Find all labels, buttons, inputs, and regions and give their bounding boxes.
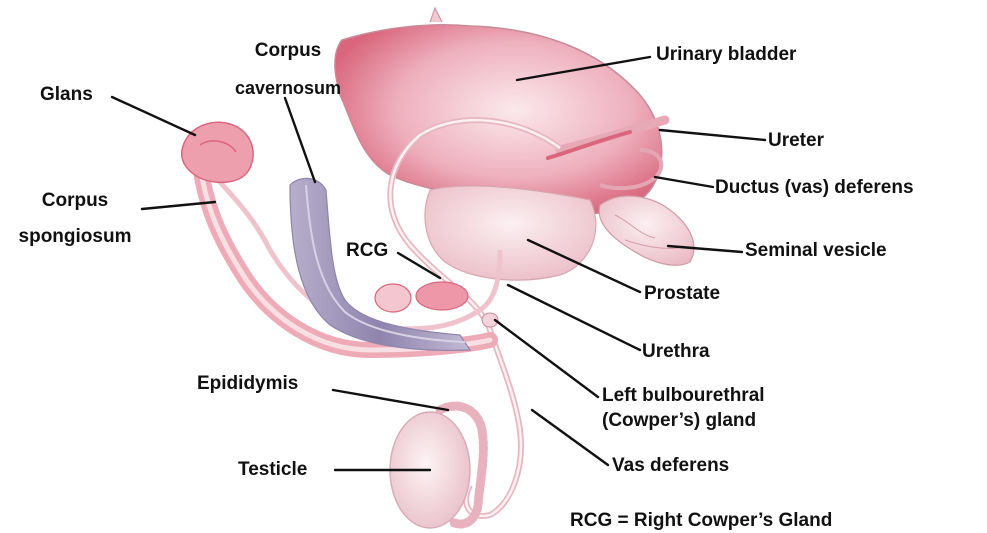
label-glans: Glans	[40, 84, 93, 106]
urinary-bladder-shape	[335, 8, 662, 214]
label-corpus-spongiosum-line1: Corpus	[15, 190, 135, 212]
label-left-bulbourethral-line2: (Cowper’s) gland	[602, 410, 756, 432]
prostate-shape	[425, 186, 596, 280]
glans-shape	[182, 122, 253, 182]
leader-urethra	[508, 285, 640, 350]
seminal-vesicle-shape	[599, 196, 694, 265]
leader-glans	[112, 97, 195, 135]
label-seminal-vesicle: Seminal vesicle	[745, 240, 887, 262]
leader-vas-deferens	[532, 410, 608, 465]
label-ductus-deferens: Ductus (vas) deferens	[715, 177, 914, 199]
label-rcg: RCG	[346, 240, 388, 262]
label-corpus-cavernosum-line1: Corpus	[232, 40, 344, 62]
legend-rcg: RCG = Right Cowper’s Gland	[570, 510, 832, 532]
label-corpus-spongiosum-line2: spongiosum	[15, 226, 135, 248]
label-prostate: Prostate	[644, 283, 720, 305]
cowpers-gland-shape	[375, 282, 498, 327]
leader-ureter	[660, 130, 765, 140]
leader-corpus-cavernosum	[285, 98, 315, 182]
label-epididymis: Epididymis	[197, 373, 298, 395]
label-corpus-cavernosum-line2: cavernosum	[232, 77, 344, 99]
label-urethra: Urethra	[642, 341, 710, 363]
label-urinary-bladder: Urinary bladder	[656, 44, 796, 66]
label-testicle: Testicle	[238, 459, 307, 481]
leader-ductus-deferens	[655, 177, 713, 187]
label-left-bulbourethral-line1: Left bulbourethral	[602, 385, 765, 407]
leader-epididymis	[333, 390, 448, 410]
label-vas-deferens: Vas deferens	[612, 455, 729, 477]
label-ureter: Ureter	[768, 130, 824, 152]
